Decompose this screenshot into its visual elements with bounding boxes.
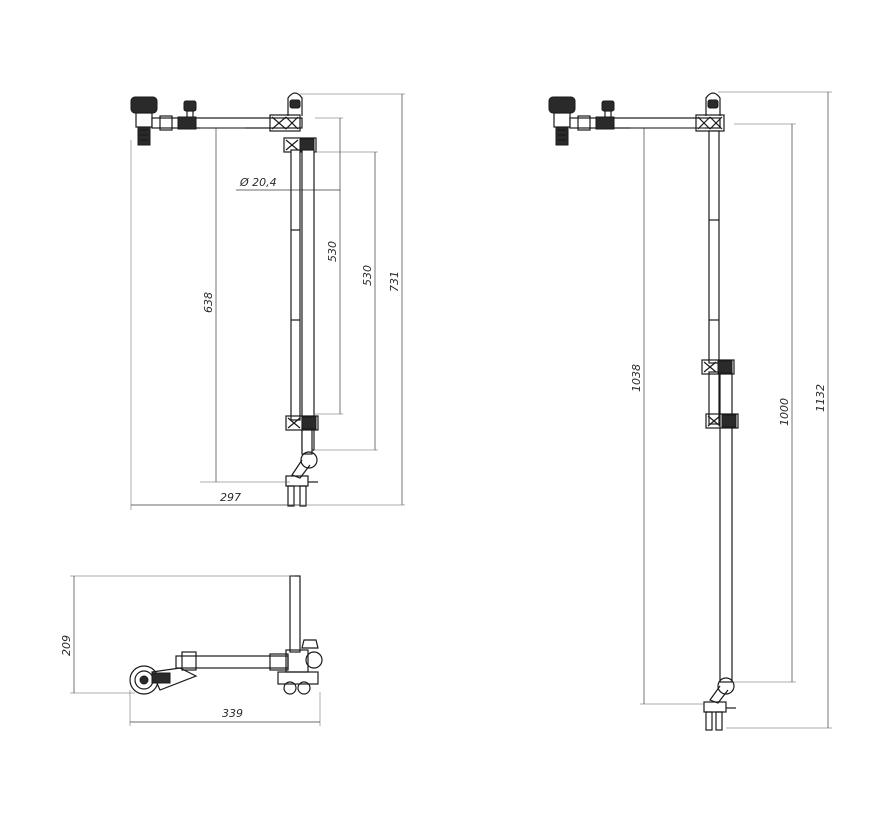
- top-hook-1: [287, 92, 303, 116]
- dimensions-top: 209 339: [60, 575, 321, 726]
- top-view-arm: [151, 651, 289, 691]
- dim-label-530-a: 530: [326, 241, 339, 262]
- lower-clamp-2: [705, 413, 739, 429]
- horizontal-arm-2: [569, 114, 725, 132]
- front-view-short: 297 731 638 530 530 Ø 20,4: [130, 92, 405, 510]
- top-view: 209 339: [60, 575, 323, 726]
- dim-label-339: 339: [222, 707, 243, 720]
- bottom-joint-1: [285, 429, 318, 507]
- dim-label-530-b: 530: [361, 265, 374, 286]
- dim-label-1038: 1038: [630, 364, 643, 392]
- dim-label-1132: 1132: [814, 384, 827, 412]
- dim-label-297: 297: [220, 491, 241, 504]
- mid-clamp-2: [701, 359, 735, 375]
- knob-left-2: [548, 96, 576, 146]
- front-view-long: 1132 1038 1000: [548, 91, 832, 731]
- knob-left-1: [130, 96, 158, 146]
- dim-label-diameter: Ø 20,4: [239, 176, 277, 189]
- thumb-screw-2: [601, 100, 615, 120]
- dim-label-638: 638: [202, 292, 215, 313]
- dimensions-1: 297 731 638 530 530 Ø 20,4: [130, 93, 405, 510]
- vertical-tubes-2: [708, 130, 733, 683]
- dim-label-731: 731: [388, 271, 401, 292]
- dim-label-209: 209: [60, 635, 73, 656]
- bottom-joint-2: [703, 677, 736, 731]
- dim-label-1000: 1000: [778, 398, 791, 426]
- thumb-screw-1: [183, 100, 197, 120]
- vertical-tubes-1: [290, 149, 315, 451]
- horizontal-arm-1: [151, 114, 303, 132]
- top-view-clamps: [277, 639, 323, 695]
- top-view-tube: [289, 575, 301, 653]
- dimensions-2: 1132 1038 1000: [630, 91, 832, 729]
- top-hook-2: [705, 92, 721, 116]
